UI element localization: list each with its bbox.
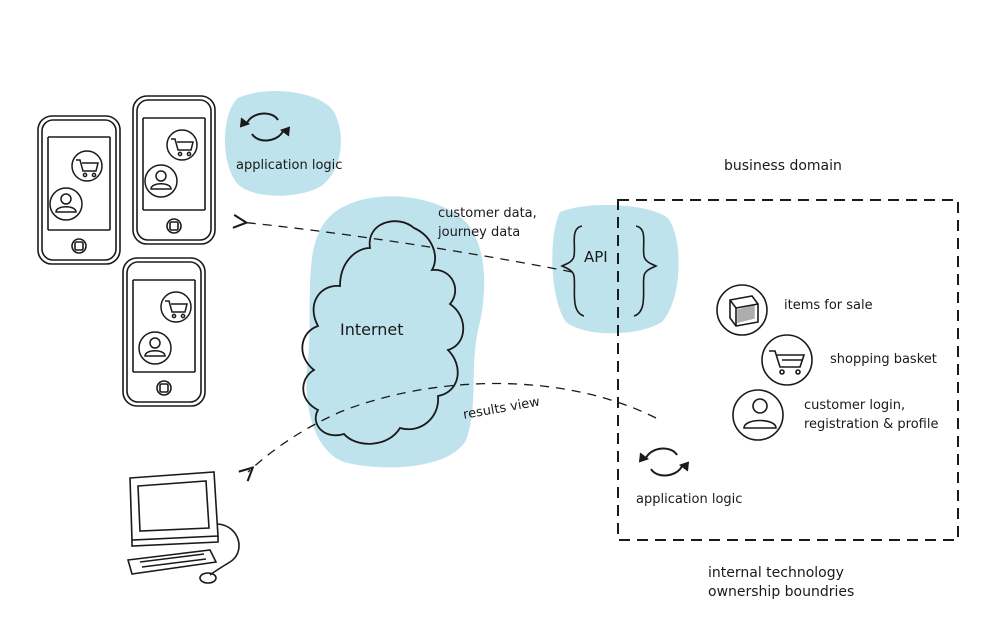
smartphone-bottom: [122, 257, 206, 407]
cart-icon: [761, 334, 813, 386]
person-icon: [144, 164, 178, 198]
internal-line2: ownership boundries: [708, 584, 855, 600]
customer-login-line2: registration & profile: [804, 417, 939, 432]
internet-blob: [306, 196, 485, 468]
cart-icon: [71, 150, 103, 182]
cart-icon: [166, 129, 198, 161]
customer-login-label: customer login, registration & profile: [804, 396, 938, 434]
customer-data-arrow: [240, 222, 573, 273]
shopping-basket-label: shopping basket: [830, 352, 937, 367]
person-icon: [49, 187, 83, 221]
internet-label: Internet: [340, 320, 404, 339]
items-for-sale-label: items for sale: [784, 298, 873, 313]
cart-icon: [160, 291, 192, 323]
api-label: API: [584, 248, 608, 266]
cycle-arrows-icon: [638, 447, 690, 477]
internet-cloud-icon: [301, 220, 465, 445]
customer-data-line2: journey data: [438, 225, 521, 240]
person-icon: [138, 331, 172, 365]
internal-line1: internal technology: [708, 565, 844, 581]
cycle-arrows-icon: [239, 112, 291, 142]
api-braces: [560, 225, 658, 317]
person-icon: [732, 389, 784, 441]
app-logic-blob: [224, 90, 341, 196]
customer-data-label: customer data, journey data: [438, 204, 537, 242]
box-icon: [716, 284, 768, 336]
business-domain-label: business domain: [724, 158, 842, 174]
desktop-computer-icon: [126, 471, 240, 584]
highlight-blobs: [224, 90, 679, 468]
internal-technology-label: internal technology ownership boundries: [708, 564, 854, 602]
results-view-arrow: [248, 382, 657, 473]
business-domain-boundary: [617, 199, 959, 541]
customer-login-line1: customer login,: [804, 398, 906, 413]
smartphone-top: [132, 95, 216, 245]
customer-data-line1: customer data,: [438, 206, 537, 221]
api-blob: [552, 204, 679, 334]
app-logic-top-label: application logic: [236, 158, 343, 173]
smartphone-left: [37, 115, 121, 265]
app-logic-bottom-label: application logic: [636, 492, 743, 507]
